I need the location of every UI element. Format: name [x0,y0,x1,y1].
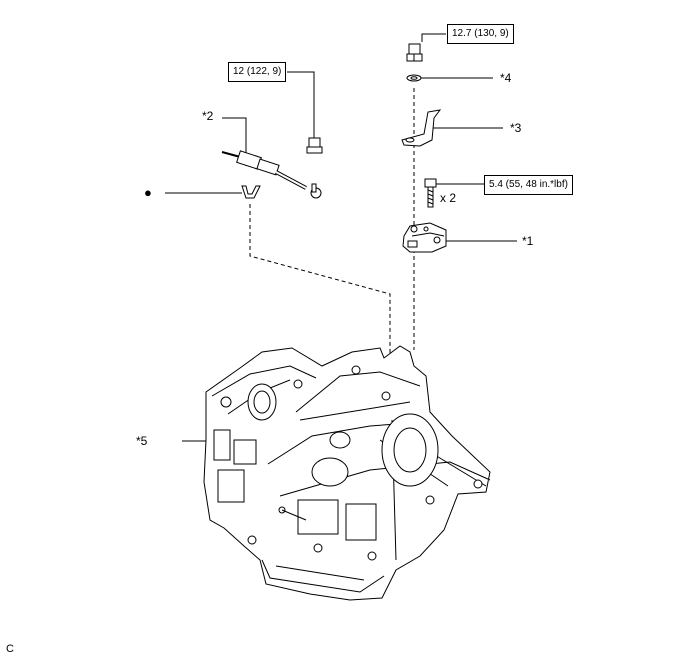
washer-icon [406,74,422,82]
leader-lines [165,33,517,442]
torque-spec-bolt: 5.4 (55, 48 in.*lbf) [484,175,573,195]
callout-1: *1 [522,234,534,248]
callout-5: *5 [136,434,148,448]
figure-code: C [6,643,14,655]
bolt-icon [424,178,437,208]
alignment-lines [249,88,415,358]
switch-icon [402,222,447,253]
torque-spec-cable-nut: 12 (122, 9) [228,62,287,82]
callout-4: *4 [500,71,512,85]
callout-2: *2 [202,109,214,123]
callout-3: *3 [510,121,522,135]
torque-spec-top-nut: 12.7 (130, 9) [447,24,514,44]
quantity-label: x 2 [440,191,456,205]
transaxle-icon [203,345,491,601]
bracket-icon [401,109,442,147]
nut-icon [406,43,423,62]
non-reusable-bullet: ● [144,185,152,200]
clip-icon [241,185,261,199]
cable-icon [221,150,322,199]
cable-nut-icon [306,137,323,154]
